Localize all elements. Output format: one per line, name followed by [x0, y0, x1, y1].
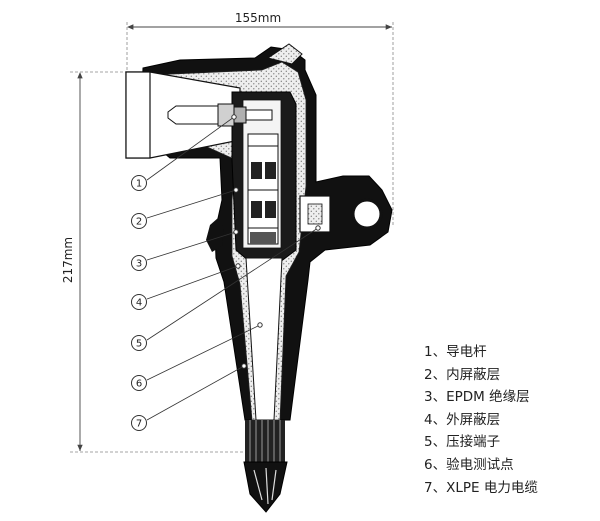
callout-2-number: 2: [136, 217, 142, 228]
callout-6-number: 6: [136, 379, 142, 390]
legend-item-7: 7、XLPE 电力电缆: [424, 479, 538, 496]
legend-item-2: 2、内屏蔽层: [424, 366, 501, 383]
callout-3-number: 3: [136, 259, 142, 270]
callout-4-number: 4: [136, 298, 142, 309]
callout-3: 3: [131, 229, 239, 271]
width-dimension-label: 155mm: [235, 11, 281, 25]
legend-item-5: 5、压接端子: [424, 434, 501, 451]
callout-5-number: 5: [136, 339, 142, 350]
callout-6: 6: [131, 322, 263, 391]
test-point: [299, 195, 331, 233]
callout-7-number: 7: [136, 419, 142, 430]
height-dimension: 217mm: [61, 71, 245, 453]
crimp-connector: [247, 133, 279, 245]
height-dimension-label: 217mm: [61, 237, 75, 283]
legend: 1、导电杆 2、内屏蔽层 3、EPDM 绝缘层 4、外屏蔽层 5、压接端子 6、…: [424, 341, 600, 499]
callout-4: 4: [131, 263, 241, 310]
callout-1-number: 1: [136, 179, 142, 190]
callout-1: 1: [131, 114, 237, 191]
pulling-eye: [351, 198, 383, 230]
callout-5: 5: [131, 225, 321, 351]
cable-strands: [243, 420, 288, 513]
elbow-body: [125, 43, 393, 513]
callout-2: 2: [131, 187, 239, 229]
legend-item-6: 6、验电测试点: [424, 456, 514, 473]
legend-item-1: 1、导电杆: [424, 344, 487, 360]
legend-item-3: 3、EPDM 绝缘层: [424, 389, 530, 406]
callout-7: 7: [131, 363, 247, 431]
legend-item-4: 4、外屏蔽层: [424, 411, 501, 428]
